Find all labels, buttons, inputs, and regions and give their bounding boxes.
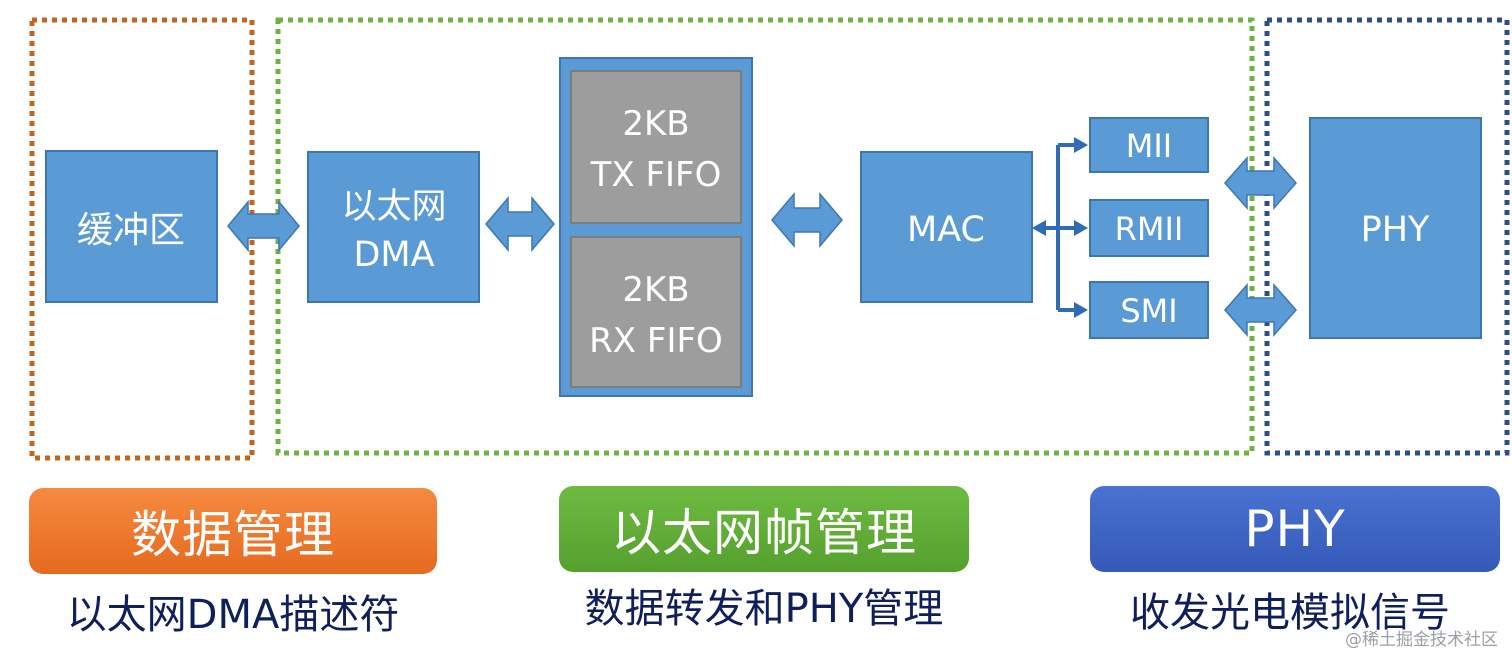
tx-fifo-label-line1: 2KB (622, 104, 689, 144)
mac-node: MAC (860, 151, 1033, 303)
ethernet-dma-node: 以太网 DMA (307, 151, 480, 303)
phy-caption: 收发光电模拟信号 (1130, 590, 1450, 636)
buffer-node: 缓冲区 (45, 150, 218, 303)
rx-fifo-label-line1: 2KB (622, 270, 689, 310)
arrow-fifo-mac (771, 191, 843, 249)
ethernet-dma-label-line1: 以太网 (341, 187, 446, 227)
arrow-smi-phy (1224, 283, 1297, 337)
frame-management-banner: 以太网帧管理 (559, 486, 969, 572)
frame-management-caption: 数据转发和PHY管理 (584, 586, 944, 632)
tx-fifo-node: 2KB TX FIFO (570, 70, 742, 224)
phy-region (1264, 17, 1510, 456)
ethernet-dma-label-line2: DMA (353, 235, 434, 275)
mac-interface-connector (1032, 137, 1088, 318)
data-management-banner: 数据管理 (29, 488, 437, 574)
rx-fifo-node: 2KB RX FIFO (570, 236, 742, 388)
arrow-dma-fifo (485, 195, 555, 253)
fifo-container: 2KB TX FIFO 2KB RX FIFO (559, 57, 753, 397)
rx-fifo-label-line2: RX FIFO (589, 321, 723, 361)
data-management-region (29, 17, 255, 461)
mac-label: MAC (907, 210, 985, 250)
frame-management-region (275, 17, 1255, 456)
phy-label: PHY (1361, 210, 1430, 250)
rmii-label: RMII (1115, 210, 1184, 248)
data-management-caption: 以太网DMA描述符 (66, 592, 400, 638)
smi-label: SMI (1120, 292, 1177, 330)
arrow-buffer-dma (227, 199, 300, 253)
watermark: @稀土掘金技术社区 (1345, 630, 1498, 650)
smi-node: SMI (1089, 281, 1209, 339)
arrow-mii-phy (1224, 156, 1297, 210)
phy-banner: PHY (1090, 486, 1500, 572)
tx-fifo-label-line2: TX FIFO (590, 155, 722, 195)
mii-node: MII (1089, 117, 1209, 173)
rmii-node: RMII (1089, 199, 1209, 257)
phy-node: PHY (1309, 117, 1482, 339)
buffer-label: 缓冲区 (77, 210, 185, 251)
mii-label: MII (1126, 127, 1172, 165)
